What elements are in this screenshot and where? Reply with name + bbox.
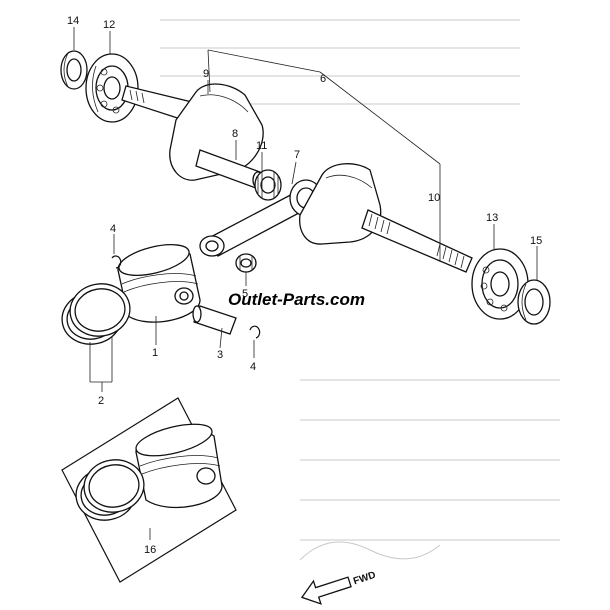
small-end-bearing-5 <box>235 253 257 273</box>
bearing-right-13 <box>471 248 529 320</box>
callout-5: 5 <box>242 288 248 300</box>
callouts: 14 12 9 6 8 11 7 10 13 15 4 5 1 3 4 2 16 <box>67 15 542 556</box>
callout-6: 6 <box>320 73 326 85</box>
oil-seal-left <box>60 50 88 90</box>
oil-seal-right-15 <box>517 279 551 325</box>
callout-8: 8 <box>232 128 238 140</box>
piston-pin-3 <box>192 305 237 335</box>
circlip-upper-4 <box>111 255 122 269</box>
piston-1 <box>117 244 201 323</box>
callout-13: 13 <box>486 212 498 224</box>
callout-7: 7 <box>294 149 300 161</box>
piston-rings-2 <box>61 283 131 345</box>
callout-1: 1 <box>152 347 158 359</box>
callout-10: 10 <box>428 192 440 204</box>
callout-14: 14 <box>67 15 79 27</box>
callout-16: 16 <box>144 544 156 556</box>
watermark: Outlet-Parts.com <box>228 290 365 309</box>
needle-bearing-11 <box>254 169 282 201</box>
callout-15: 15 <box>530 235 542 247</box>
leader-lines <box>73 27 538 540</box>
callout-4-upper: 4 <box>110 223 116 235</box>
circlip-lower-4 <box>249 325 261 339</box>
crank-half-right <box>299 163 473 273</box>
callout-9: 9 <box>203 68 209 80</box>
callout-4-lower: 4 <box>250 361 256 373</box>
callout-3: 3 <box>217 349 223 361</box>
fwd-arrow: FWD <box>300 570 377 605</box>
callout-12: 12 <box>103 19 115 31</box>
callout-2: 2 <box>98 395 104 407</box>
piston-set-16 <box>61 397 237 583</box>
callout-11: 11 <box>256 140 267 152</box>
crank-half-left <box>121 83 264 189</box>
fwd-label: FWD <box>352 570 377 588</box>
bearing-left <box>85 53 139 123</box>
